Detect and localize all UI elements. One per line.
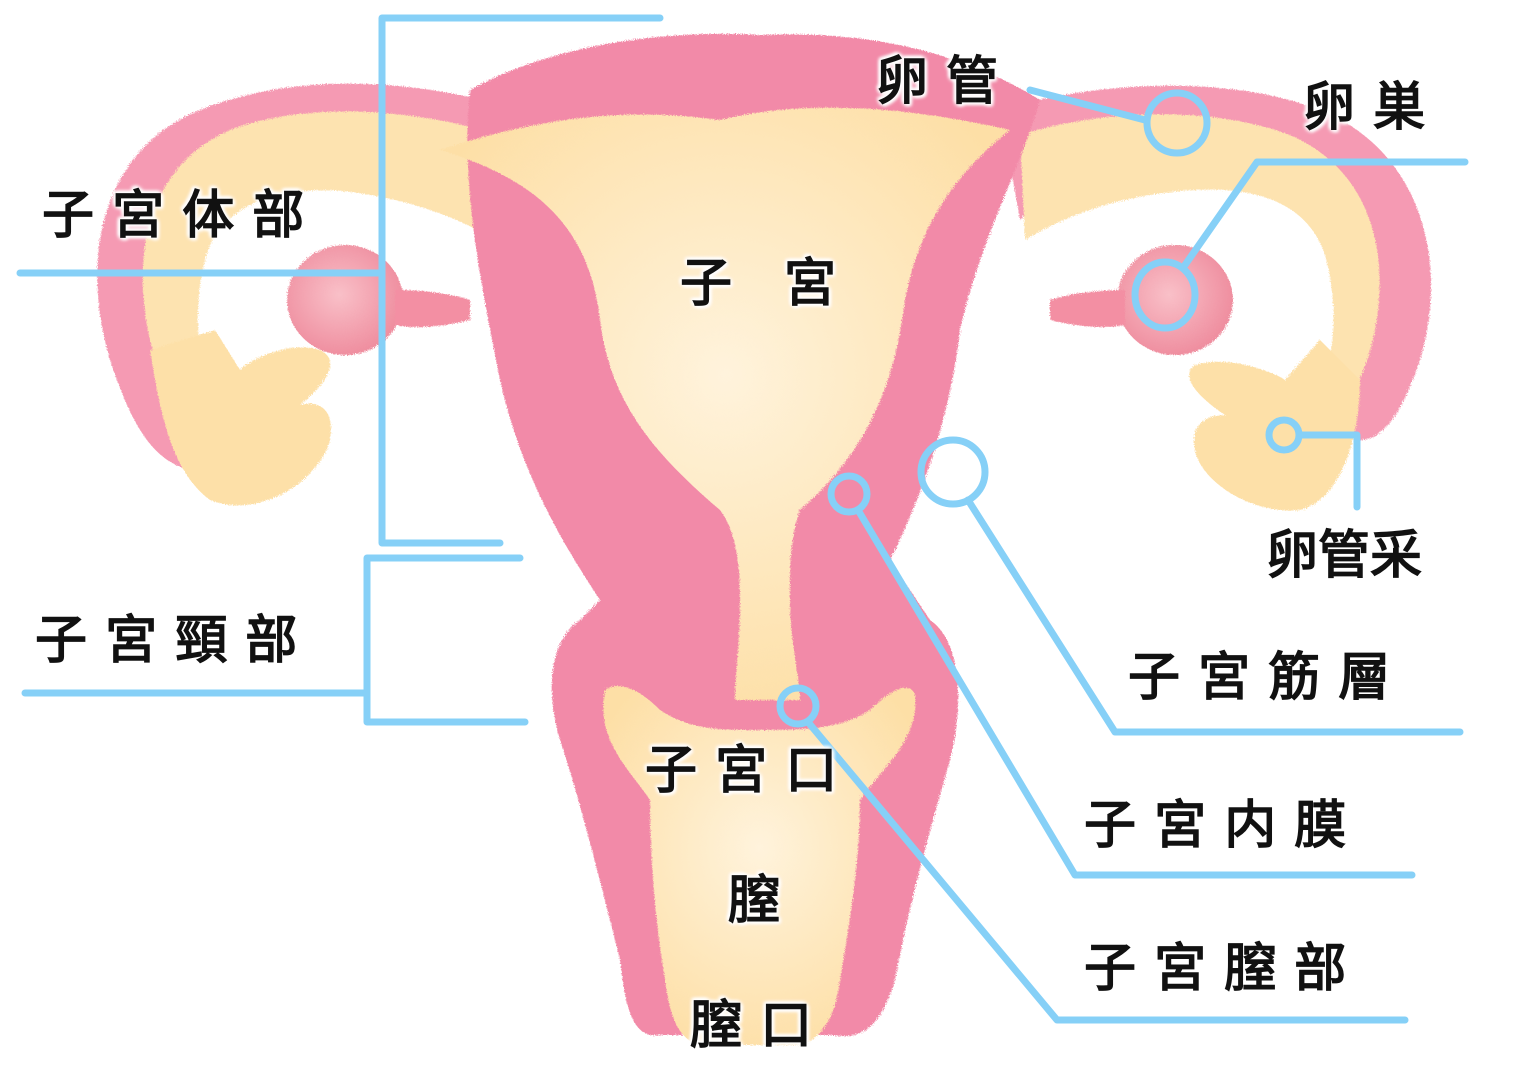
leader-lines <box>16 14 1469 1024</box>
label-ovary: 卵 巣 <box>1303 77 1426 138</box>
label-fallopian-tube: 卵 管 <box>876 51 999 112</box>
label-uterine-body: 子 宮 体 部 <box>42 185 305 246</box>
label-uterus: 子 宮 <box>680 253 837 314</box>
label-endometrium: 子 宮 内 膜 <box>1084 795 1347 856</box>
label-vagina: 膣 <box>728 870 781 931</box>
label-myometrium: 子 宮 筋 層 <box>1128 647 1391 708</box>
uterus-cavity <box>440 107 1010 700</box>
label-cervix: 子 宮 頸 部 <box>35 610 298 671</box>
vagina-cavity <box>603 686 916 1045</box>
label-fimbriae: 卵管采 <box>1266 525 1423 586</box>
label-vaginal-portion: 子 宮 膣 部 <box>1084 938 1347 999</box>
label-vaginal-opening: 膣 口 <box>690 995 813 1056</box>
label-uterine-os: 子 宮 口 <box>645 740 838 801</box>
left-fimbriae <box>150 330 331 506</box>
left-ovary <box>287 245 403 355</box>
